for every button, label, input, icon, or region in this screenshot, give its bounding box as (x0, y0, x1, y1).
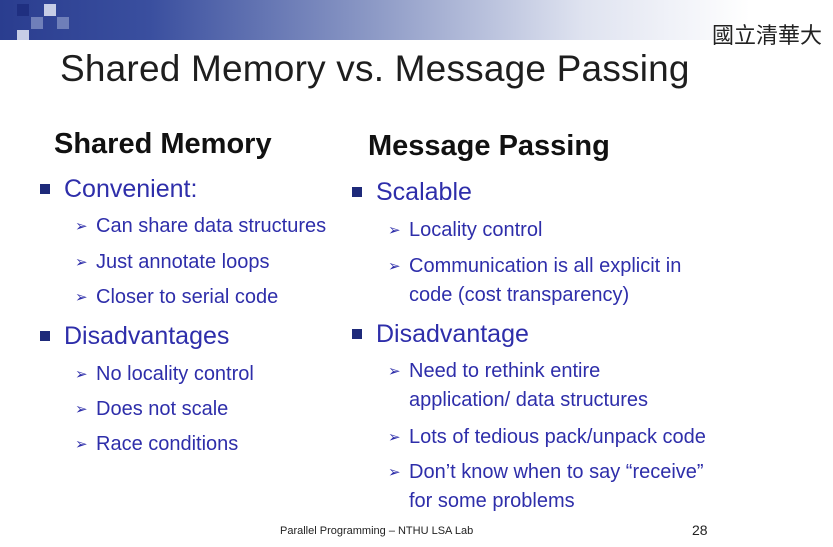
left-list-item-text: Does not scale (96, 398, 229, 420)
right-list-item-line: Lots of tedious pack/unpack code (409, 426, 706, 448)
university-logo-text: 國立清華大 (712, 24, 823, 49)
slide-footer: Parallel Programming – NTHU LSA Lab (280, 525, 474, 537)
left-list-item: ➢ Closer to serial code (75, 283, 279, 312)
right-list-item-line: Communication is all explicit in (409, 255, 682, 277)
right-list-item-text: Locality control (409, 219, 543, 241)
left-list-item-text: Can share data structures (96, 215, 327, 237)
slide-title: Shared Memory vs. Message Passing (60, 48, 690, 89)
square-bullet-icon (352, 187, 362, 197)
right-section-label: Scalable (352, 178, 472, 207)
decor-square (44, 4, 56, 16)
left-list-item-text: Closer to serial code (96, 286, 279, 308)
left-section-label: Convenient: (40, 175, 198, 204)
title-bar-decoration (0, 0, 833, 40)
left-list-item-text: No locality control (96, 363, 254, 385)
left-list-item: ➢ No locality control (75, 360, 254, 389)
right-list-item-line: Don’t know when to say “receive” (409, 461, 704, 483)
right-list-item: ➢ Locality control (388, 216, 543, 245)
left-section-label-text: Convenient: (64, 175, 198, 203)
right-list-item: ➢ Need to rethink entire application/ da… (388, 357, 649, 415)
left-list-item: ➢ Just annotate loops (75, 248, 270, 277)
right-section-label: Disadvantage (352, 320, 529, 349)
arrow-bullet-icon: ➢ (75, 254, 88, 271)
left-list-item: ➢ Race conditions (75, 430, 239, 459)
arrow-bullet-icon: ➢ (75, 289, 88, 306)
left-list-item: ➢ Does not scale (75, 395, 229, 424)
right-list-item-line: code (cost transparency) (409, 284, 630, 306)
arrow-bullet-icon: ➢ (388, 464, 401, 481)
left-section-label: Disadvantages (40, 322, 230, 351)
arrow-bullet-icon: ➢ (388, 222, 401, 239)
arrow-bullet-icon: ➢ (388, 429, 401, 446)
right-list-item-line: for some problems (409, 490, 575, 512)
left-column-heading: Shared Memory (54, 128, 272, 160)
right-list-item: ➢ Don’t know when to say “receive” for s… (388, 458, 704, 516)
decor-square (31, 17, 43, 29)
arrow-bullet-icon: ➢ (75, 401, 88, 418)
left-list-item-text: Race conditions (96, 433, 239, 455)
arrow-bullet-icon: ➢ (75, 366, 88, 383)
decor-square (17, 30, 29, 40)
left-section-label-text: Disadvantages (64, 322, 230, 350)
right-section-label-text: Disadvantage (376, 320, 529, 348)
page-number: 28 (692, 522, 708, 538)
square-bullet-icon (40, 184, 50, 194)
right-column-heading: Message Passing (368, 130, 610, 162)
square-bullet-icon (40, 331, 50, 341)
arrow-bullet-icon: ➢ (388, 363, 401, 380)
decor-square (57, 17, 69, 29)
right-section-label-text: Scalable (376, 178, 472, 206)
right-list-item-line: Need to rethink entire (409, 360, 601, 382)
right-list-item: ➢ Lots of tedious pack/unpack code (388, 423, 706, 452)
arrow-bullet-icon: ➢ (75, 218, 88, 235)
arrow-bullet-icon: ➢ (388, 258, 401, 275)
right-list-item: ➢ Communication is all explicit in code … (388, 252, 682, 310)
square-bullet-icon (352, 329, 362, 339)
left-list-item: ➢ Can share data structures (75, 212, 327, 241)
left-list-item-text: Just annotate loops (96, 251, 270, 273)
right-list-item-line: application/ data structures (409, 389, 649, 411)
decor-square (17, 4, 29, 16)
arrow-bullet-icon: ➢ (75, 436, 88, 453)
